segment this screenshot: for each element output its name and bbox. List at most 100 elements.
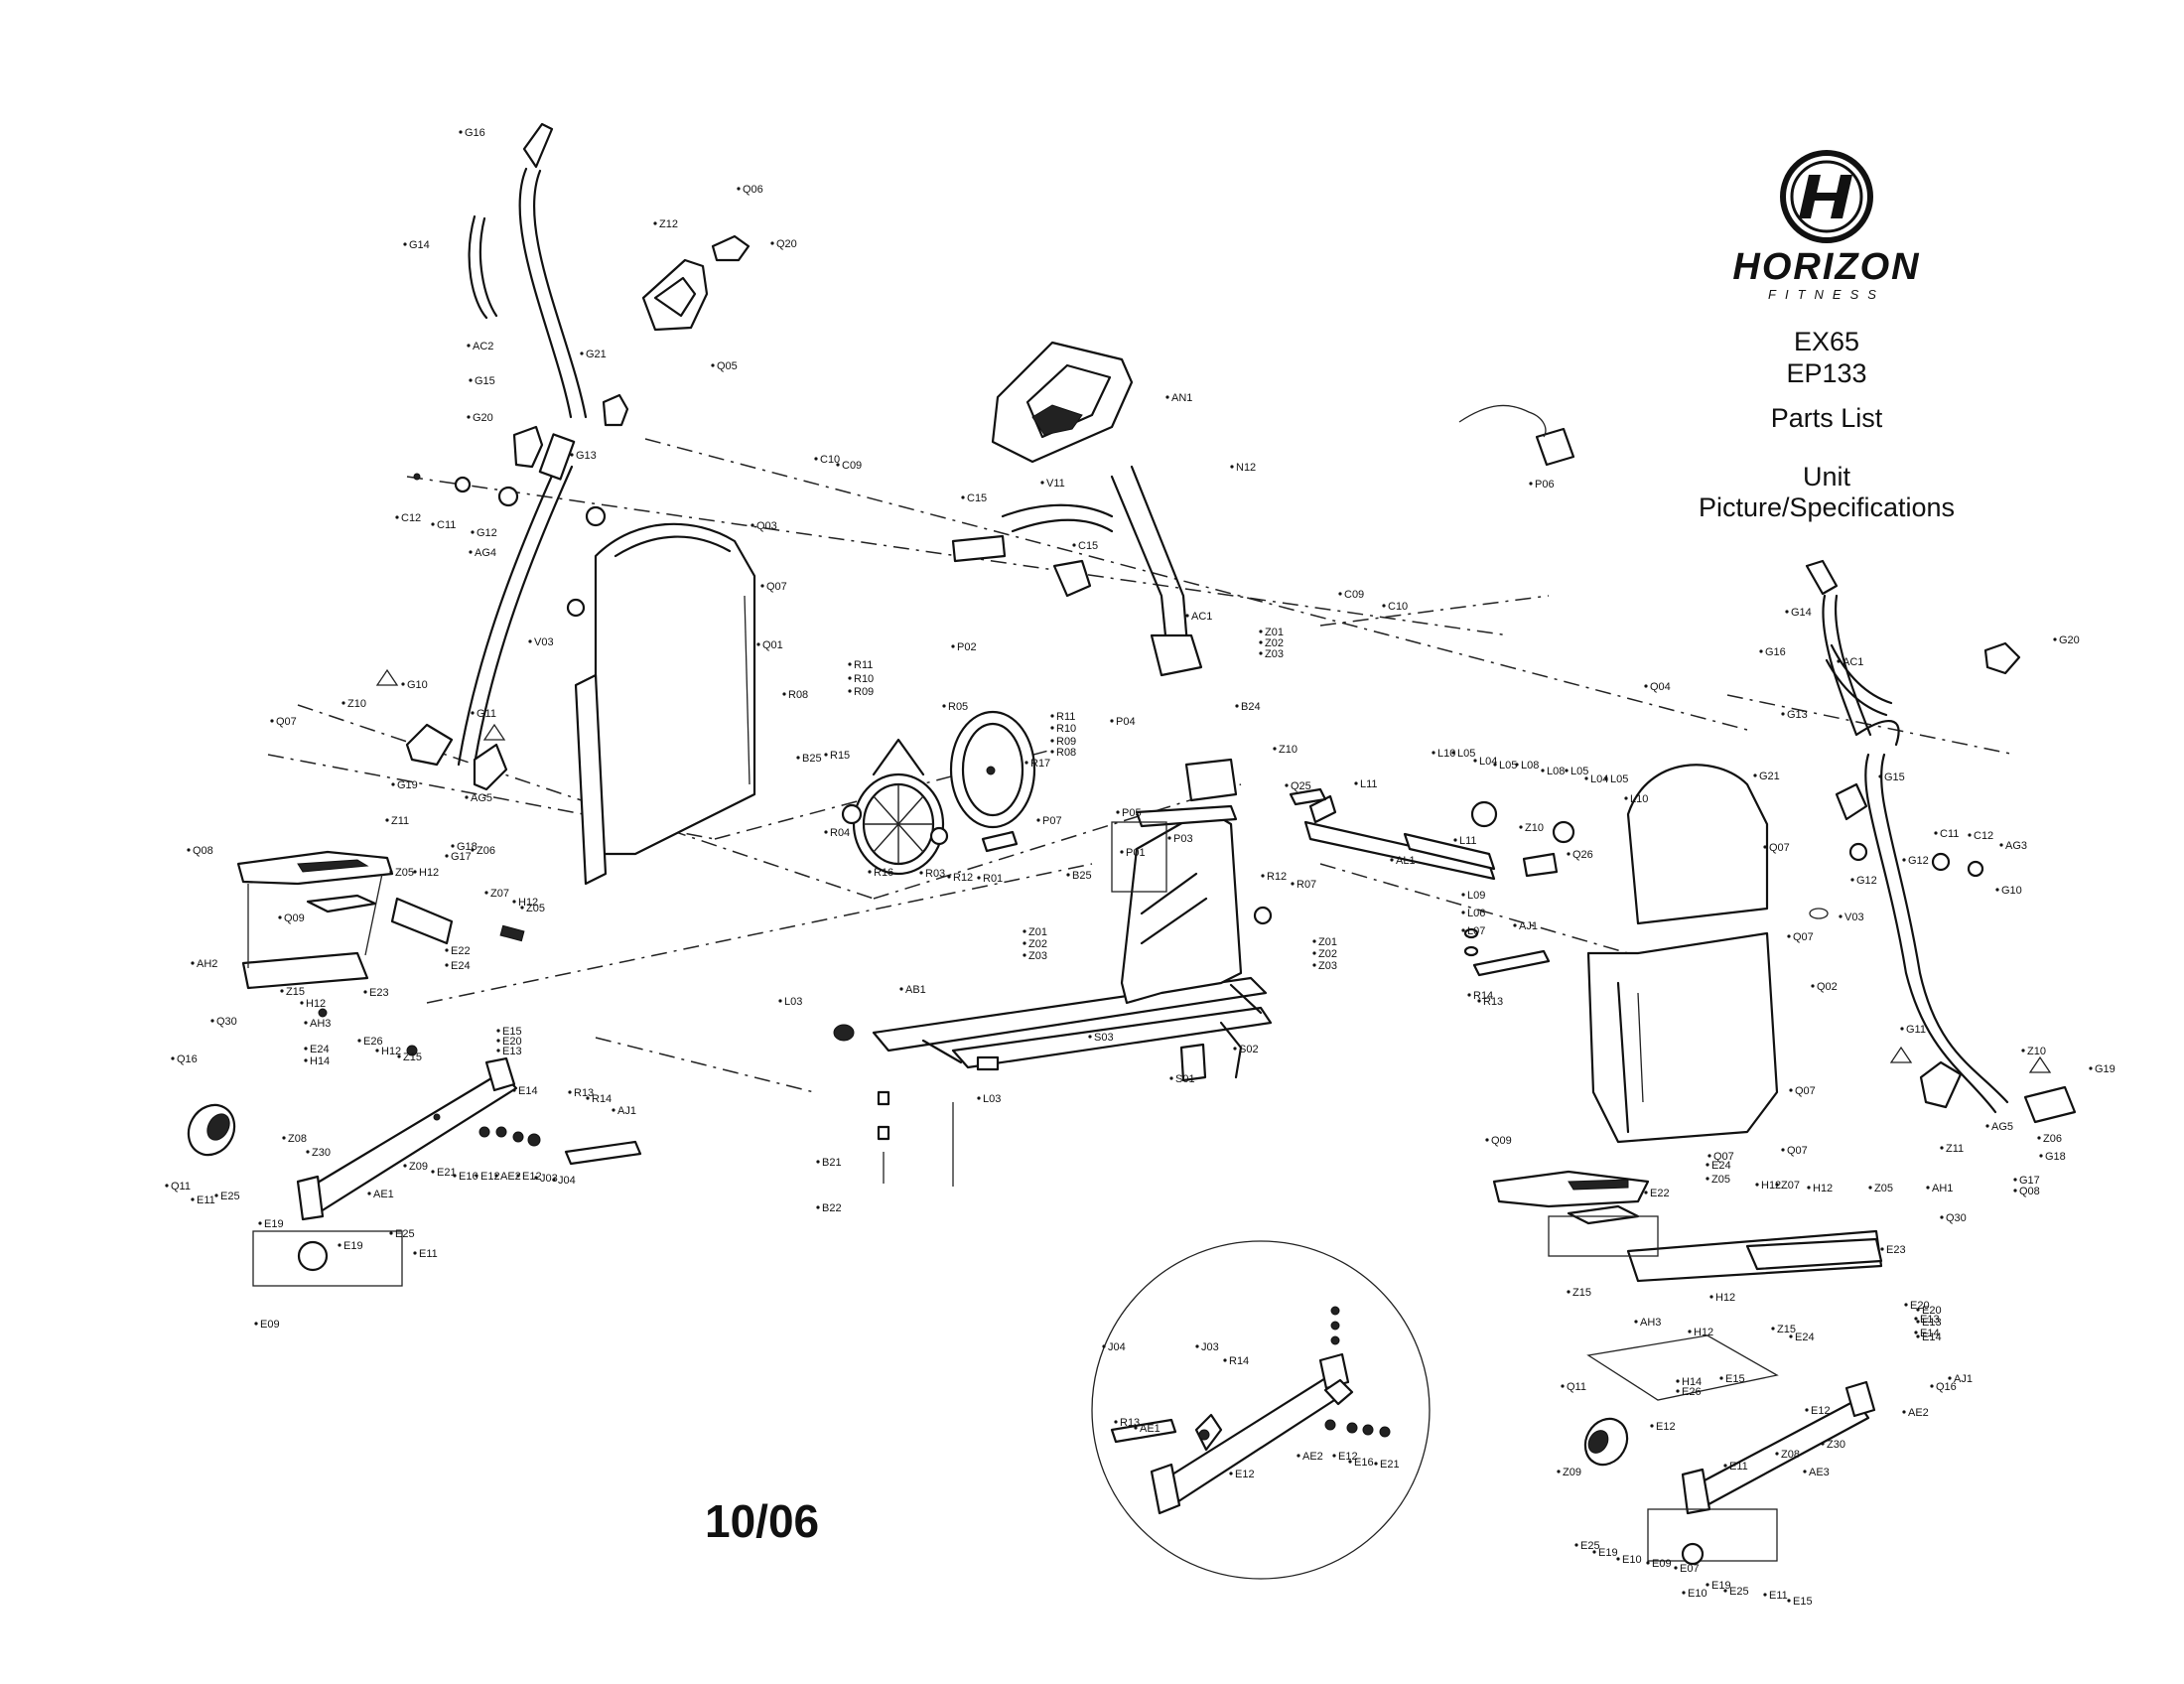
leader-dot [1723,1589,1727,1593]
left-pedal-assembly [187,850,642,1287]
leader-dot [1110,719,1114,723]
leader-dot [1453,838,1457,842]
leader-dot [1930,1384,1934,1388]
model-number-1: EX65 [1793,327,1860,356]
part-label: G18 [2045,1151,2066,1163]
leader-dot [471,848,475,852]
leader-dot [1807,1186,1811,1190]
part-label: H12 [518,897,538,909]
leader-dot [431,1170,435,1174]
leader-dot [1706,1177,1709,1181]
leader-dot [1706,1163,1709,1167]
leader-dot [496,1029,500,1033]
leader-dot [2013,1178,2017,1182]
leader-dot [1674,1566,1678,1570]
leader-dot [1024,761,1028,765]
leader-dot [1040,481,1044,485]
leader-dot [496,1049,500,1052]
part-label: H14 [1682,1376,1702,1388]
part-label: L09 [1467,890,1485,902]
leader-dot [1781,712,1785,716]
leader-dot [1676,1389,1680,1393]
bottle-holder [641,234,751,332]
leader-dot [1066,873,1070,877]
part-label: Q30 [1946,1212,1967,1224]
part-label: Q25 [1291,780,1311,792]
leader-dot [528,639,532,643]
leader-dot [1235,704,1239,708]
leader-dot [1839,914,1843,918]
leader-dot [1914,1317,1918,1321]
leader-dot [2053,637,2057,641]
part-label: Z15 [403,1052,422,1063]
leader-dot [1519,825,1523,829]
leader-dot [1902,858,1906,862]
part-label: Z07 [1781,1180,1800,1192]
leader-dot [445,963,449,967]
leader-dot [824,830,828,834]
leader-dot [1999,843,2003,847]
leader-dot [1934,831,1938,835]
part-label: R07 [1297,879,1316,891]
part-label: Q26 [1572,849,1593,861]
part-label: Z10 [2027,1046,2046,1057]
part-label: C12 [401,512,421,524]
part-label: E20 [502,1036,522,1048]
leader-dot [1755,1183,1759,1187]
part-label: E22 [451,945,471,957]
part-label: P02 [957,641,977,653]
part-label: G15 [1884,772,1905,783]
leader-dot [580,351,584,355]
leader-dot [977,1096,981,1100]
cover-g10 [405,723,454,767]
part-label: AE1 [373,1189,394,1200]
leader-dot [1902,1410,1906,1414]
leader-dot [1805,1408,1809,1412]
leader-dot [782,692,786,696]
part-label: R08 [788,689,808,701]
document-subtitle: Unit Picture/Specifications [1698,462,1956,522]
track-assembly [1289,787,1575,977]
leader-dot [403,1164,407,1168]
left-handlebar-assembly [413,122,629,767]
leader-dot [1771,1327,1775,1331]
leader-dot [1719,1376,1723,1380]
leader-dot [1185,614,1189,618]
part-label: G21 [586,349,607,360]
main-frame [833,758,1273,1187]
part-label: AG4 [475,547,496,559]
part-label: H12 [1715,1292,1735,1304]
part-label: E24 [1795,1332,1815,1343]
leader-dot [1584,776,1588,780]
leader-dot [1940,1146,1944,1150]
part-label: Z06 [477,845,495,857]
leader-dot [1775,1452,1779,1456]
part-label: E09 [260,1319,280,1331]
leader-dot [467,415,471,419]
part-label: E19 [343,1240,363,1252]
part-label: E14 [518,1085,538,1097]
leader-dot [1634,1320,1638,1324]
part-label: E19 [1598,1547,1618,1559]
leader-dot [397,1054,401,1058]
leader-dot [304,1021,308,1025]
part-label: R09 [854,686,874,698]
leader-dot [187,848,191,852]
part-label: E24 [1711,1160,1731,1172]
part-label: AH1 [1932,1183,1953,1194]
part-label: Z03 [1265,648,1284,660]
leader-dot [459,130,463,134]
part-label: G13 [576,450,597,462]
leader-dot [2037,1136,2041,1140]
part-label: Q08 [2019,1186,2040,1197]
leader-dot [1644,684,1648,688]
leader-dot [484,891,488,895]
part-label: E12 [480,1171,500,1183]
leader-dot [1023,953,1026,957]
leader-dot [961,495,965,499]
part-label: Z05 [395,867,414,879]
model-number-2: EP133 [1786,358,1867,388]
leader-dot [848,676,852,680]
part-label: Q11 [1567,1381,1586,1393]
part-label: Q20 [776,238,797,250]
